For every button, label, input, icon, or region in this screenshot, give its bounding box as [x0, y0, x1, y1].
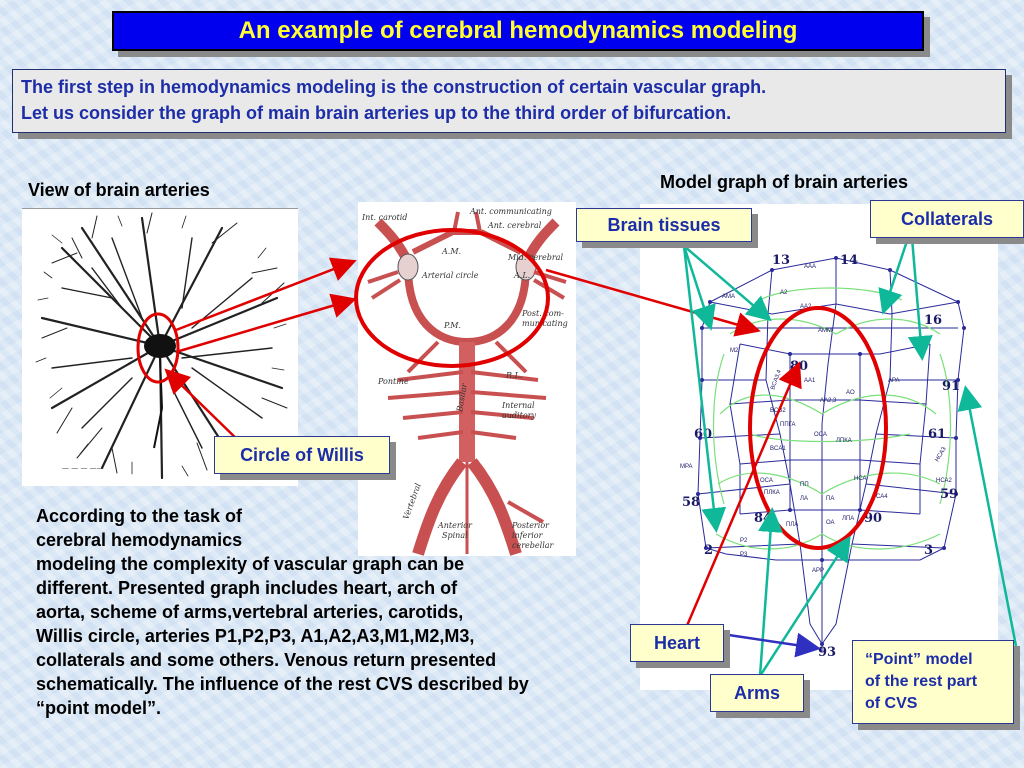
graph-label: НСА2 — [936, 478, 953, 484]
graph-label: ЛПА — [842, 516, 854, 522]
graph-node-90: 90 — [864, 511, 882, 526]
graph-label: AAA — [804, 264, 816, 270]
page-title: An example of cerebral hemodynamics mode… — [112, 11, 924, 51]
graph-label: A2 — [780, 290, 788, 296]
vascular-graph: 13 14 16 80 91 60 61 58 59 84 90 2 3 93 … — [680, 253, 966, 660]
anatomy-label-posterior: Posterior — [511, 521, 550, 530]
body-line: collaterals and some others. Venous retu… — [36, 650, 497, 670]
callout-collaterals: Collaterals — [870, 200, 1024, 238]
svg-text:— — — ——: — — — —— — [62, 464, 104, 472]
graph-label: ПЛА — [786, 522, 798, 528]
graph-label: AMM — [818, 328, 832, 334]
graph-label: НСА — [854, 476, 867, 482]
anatomy-label-arterial-circle: Arterial circle — [421, 271, 479, 280]
graph-node-80: 80 — [790, 359, 808, 374]
model-graph-panel: 13 14 16 80 91 60 61 58 59 84 90 2 3 93 … — [640, 204, 998, 690]
point-model-line-3: of CVS — [865, 695, 918, 712]
anatomy-label-ant-communicating: Ant. communicating — [469, 207, 552, 216]
point-model-line-1: “Point” model — [865, 651, 973, 668]
anatomy-label-rl: R.L. — [505, 371, 522, 380]
body-line: “point model”. — [36, 698, 161, 718]
intro-box: The first step in hemodynamics modeling … — [12, 69, 1006, 133]
graph-node-3: 3 — [924, 543, 933, 558]
graph-node-60: 60 — [694, 427, 712, 442]
graph-label: AMA — [722, 294, 735, 300]
anatomy-label-anterior: Anterior — [437, 521, 473, 530]
graph-label: ПЛКА — [764, 490, 780, 496]
view-brain-arteries-label: View of brain arteries — [28, 180, 210, 200]
graph-node-13: 13 — [772, 253, 790, 268]
graph-node-84: 84 — [754, 511, 772, 526]
graph-node-14: 14 — [840, 253, 858, 268]
body-line: schematically. The influence of the rest… — [36, 674, 529, 694]
anatomy-label-pm: P.M. — [443, 321, 461, 330]
graph-label: AA1 — [804, 378, 816, 384]
graph-label: ОСА — [814, 432, 827, 438]
body-line: modeling the complexity of vascular grap… — [36, 554, 465, 574]
graph-label: MPA — [680, 464, 693, 470]
graph-node-2: 2 — [704, 543, 713, 558]
anatomy-label-ant-cerebral: Ant. cerebral — [487, 221, 542, 230]
circle-of-willis-photo: Int. carotid Ant. communicating Ant. cer… — [358, 202, 576, 556]
graph-label: BCB2 — [770, 408, 786, 414]
graph-label: BCA1 — [770, 446, 786, 452]
graph-label: M2 — [730, 348, 739, 354]
callout-arms: Arms — [710, 674, 804, 712]
callout-heart: Heart — [630, 624, 724, 662]
graph-label: P3 — [740, 552, 748, 558]
graph-label: НСА3 — [935, 446, 948, 463]
anatomy-label-municating: municating — [522, 319, 568, 328]
circle-of-willis-illustration: Int. carotid Ant. communicating Ant. cer… — [361, 207, 568, 556]
body-line: different. Presented graph includes hear… — [36, 578, 458, 598]
graph-node-91: 91 — [942, 379, 960, 394]
body-line: Willis circle, arteries P1,P2,P3, A1,A2,… — [36, 626, 475, 646]
graph-node-59: 59 — [940, 487, 958, 502]
graph-label: AA2 — [800, 304, 812, 310]
graph-label: АРР — [812, 568, 824, 574]
anatomy-label-cerebellar: cerebellar — [512, 541, 555, 550]
intro-line-2: Let us consider the graph of main brain … — [21, 103, 732, 123]
anatomy-label-internal: Internal — [501, 401, 535, 410]
anatomy-label-mid-cerebral: Mid. cerebral — [507, 253, 563, 262]
graph-label: ОА — [826, 520, 835, 526]
intro-line-1: The first step in hemodynamics modeling … — [21, 77, 767, 97]
graph-label: ПА — [826, 496, 834, 502]
graph-node-58: 58 — [682, 495, 700, 510]
anatomy-label-pontine: Pontine — [377, 377, 409, 386]
anatomy-label-am: A.M. — [441, 247, 461, 256]
graph-label: ЛА — [800, 496, 808, 502]
graph-label: ППГА — [780, 422, 795, 428]
model-graph-label: Model graph of brain arteries — [660, 172, 909, 192]
graph-node-93: 93 — [818, 645, 836, 660]
anatomy-label-al: A.L. — [513, 271, 530, 280]
anatomy-label-int-carotid: Int. carotid — [361, 213, 407, 222]
graph-label: APA — [888, 378, 900, 384]
graph-label: ОСА — [760, 478, 773, 484]
callout-brain-tissues: Brain tissues — [576, 208, 752, 242]
point-model-line-2: of the rest part — [865, 673, 978, 690]
body-line: According to the task of — [36, 506, 243, 526]
graph-label: BCA3,4 — [770, 369, 783, 391]
graph-label: AA2,3 — [820, 398, 837, 404]
graph-node-16: 16 — [924, 313, 942, 328]
graph-label: ПП — [800, 482, 809, 488]
graph-label: ЛПКА — [836, 438, 852, 444]
callout-circle-of-willis: Circle of Willis — [214, 436, 390, 474]
callout-point-model: “Point” model of the rest part of CVS — [852, 640, 1014, 724]
graph-node-61: 61 — [928, 427, 946, 442]
body-text: According to the task of cerebral hemody… — [36, 504, 676, 720]
body-line: cerebral hemodynamics — [36, 530, 243, 550]
graph-label: P2 — [740, 538, 748, 544]
anatomy-label-auditory: auditory — [502, 411, 536, 420]
anatomy-label-post-com: Post. com- — [521, 309, 564, 318]
graph-label: СА4 — [876, 494, 888, 500]
anatomy-label-inferior: inferior — [512, 531, 544, 540]
body-line: aorta, scheme of arms,vertebral arteries… — [36, 602, 464, 622]
anatomy-label-spinal: Spinal — [442, 531, 468, 540]
graph-label: AO — [846, 390, 855, 396]
